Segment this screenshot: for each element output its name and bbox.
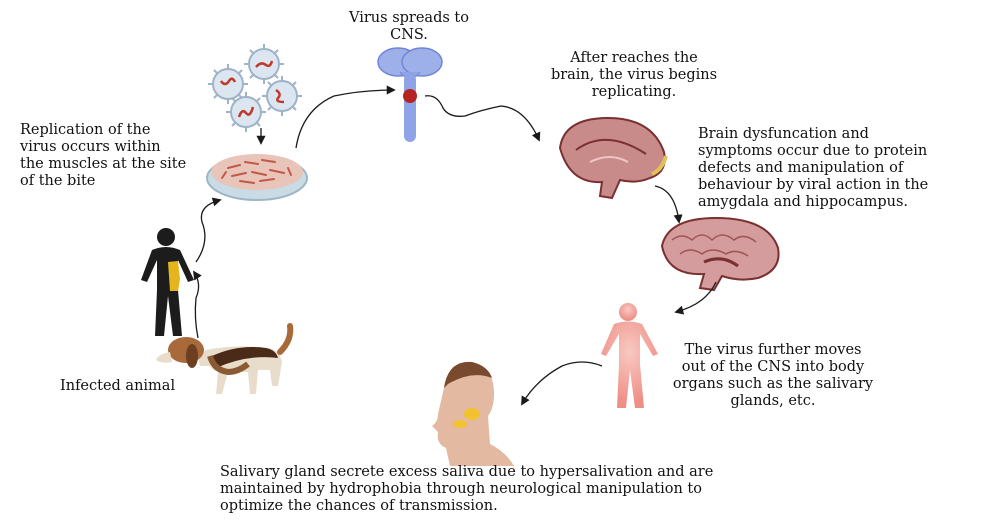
label-brain-dysfunction: Brain dysfuncation and symptoms occur du… [698,126,929,210]
brain-sagittal-icon [558,116,668,200]
brain-cross-section-icon [660,216,780,292]
label-salivary-gland: Salivary gland secrete excess saliva due… [220,464,714,514]
cns-spinal-cord-icon [377,47,443,142]
petri-dish-icon [206,154,308,201]
brain-to-body-arrow [674,281,717,315]
body-to-head-arrow [521,361,603,406]
head-salivary-gland-icon [432,361,514,466]
human-to-dish-arrow [195,197,222,263]
cycle-arrows [192,85,717,406]
brain-to-brain-arrow [654,185,683,224]
virus-particles-icon [208,44,302,132]
label-infected-animal: Infected animal [60,378,176,394]
body-spread-figure-icon [601,303,658,408]
dish-to-cns-arrow [295,85,396,149]
infected-dog-icon [156,323,294,394]
label-brain-replicating: After reaches the brain, the virus begin… [550,50,718,100]
label-virus-moves-organs: The virus further moves out of the CNS i… [672,342,874,409]
cns-to-brain-arrow [424,95,541,142]
label-muscle-replication: Replication of the virus occurs within t… [20,122,187,189]
dog-to-human-arrow [192,270,202,339]
human-figure-bite-icon [141,228,194,336]
label-virus-spreads-cns: Virus spreads to CNS. [349,10,469,43]
